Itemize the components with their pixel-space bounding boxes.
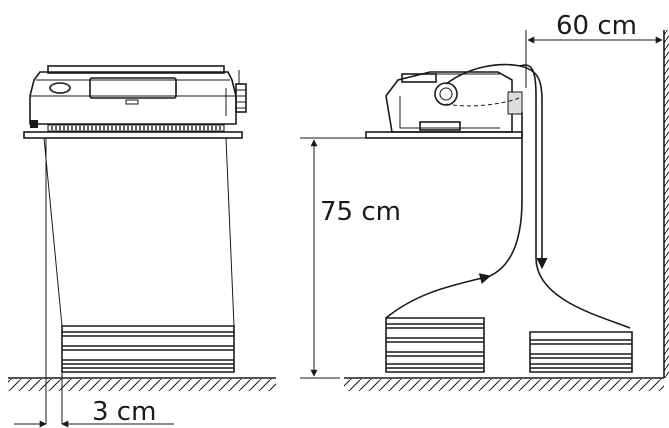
wall bbox=[663, 30, 669, 378]
side-view: 75 cm 60 cm bbox=[300, 11, 669, 391]
paper-path-loop bbox=[445, 63, 631, 329]
front-view: 3 cm bbox=[8, 65, 276, 428]
paper-sheet-front bbox=[43, 137, 235, 327]
paper-offset-label: 3 cm bbox=[92, 397, 156, 427]
dimension-75cm: 75 cm bbox=[300, 137, 401, 379]
clearance-label: 60 cm bbox=[556, 11, 637, 41]
paper-stack-output bbox=[529, 331, 633, 373]
stand-top-right bbox=[365, 131, 523, 139]
floor-right bbox=[344, 377, 664, 391]
floor-left bbox=[8, 377, 276, 391]
printer-side-icon bbox=[385, 71, 523, 133]
paper-stack-front bbox=[61, 325, 235, 373]
dimension-60cm: 60 cm bbox=[525, 11, 663, 88]
stand-top-left bbox=[23, 131, 243, 139]
dimension-3cm: 3 cm bbox=[14, 138, 174, 428]
paper-stack-feed bbox=[385, 317, 485, 373]
side-knob-icon bbox=[235, 70, 247, 113]
tractor-feed-strip bbox=[47, 124, 225, 132]
paper-path-feed bbox=[385, 112, 523, 319]
stand-height-label: 75 cm bbox=[320, 197, 401, 227]
printer-front-icon bbox=[29, 65, 247, 132]
